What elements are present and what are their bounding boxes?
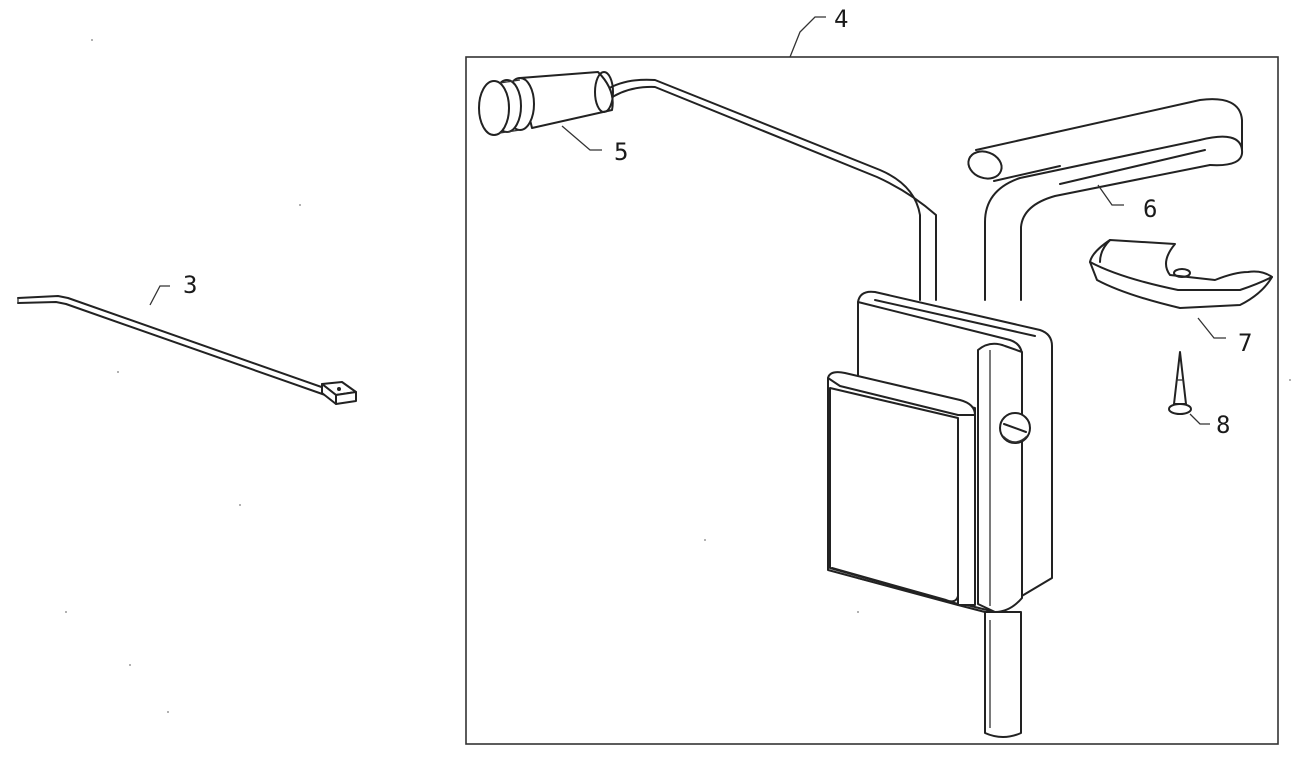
assembly-frame	[465, 56, 1279, 745]
callout-8-label: 8	[1216, 411, 1230, 439]
callout-4-label: 4	[834, 5, 848, 33]
callout-7: 7	[1197, 317, 1252, 357]
cable-tie-part	[17, 295, 357, 405]
scan-specks	[65, 39, 1291, 713]
callout-8: 8	[1189, 411, 1230, 439]
callout-4: 4	[789, 5, 848, 58]
callout-5-label: 5	[614, 138, 628, 166]
callout-3-label: 3	[183, 271, 197, 299]
sensor-probe-part	[478, 71, 937, 301]
callout-6-label: 6	[1143, 195, 1157, 223]
callout-3: 3	[149, 271, 197, 306]
callout-6: 6	[1097, 184, 1157, 223]
callout-7-label: 7	[1238, 329, 1252, 357]
callout-5: 5	[561, 125, 628, 166]
thermostat-housing-part	[827, 290, 1053, 613]
nail-part	[1168, 351, 1192, 415]
mounting-tube-part	[967, 98, 1244, 738]
mounting-bracket-part	[1089, 239, 1273, 309]
